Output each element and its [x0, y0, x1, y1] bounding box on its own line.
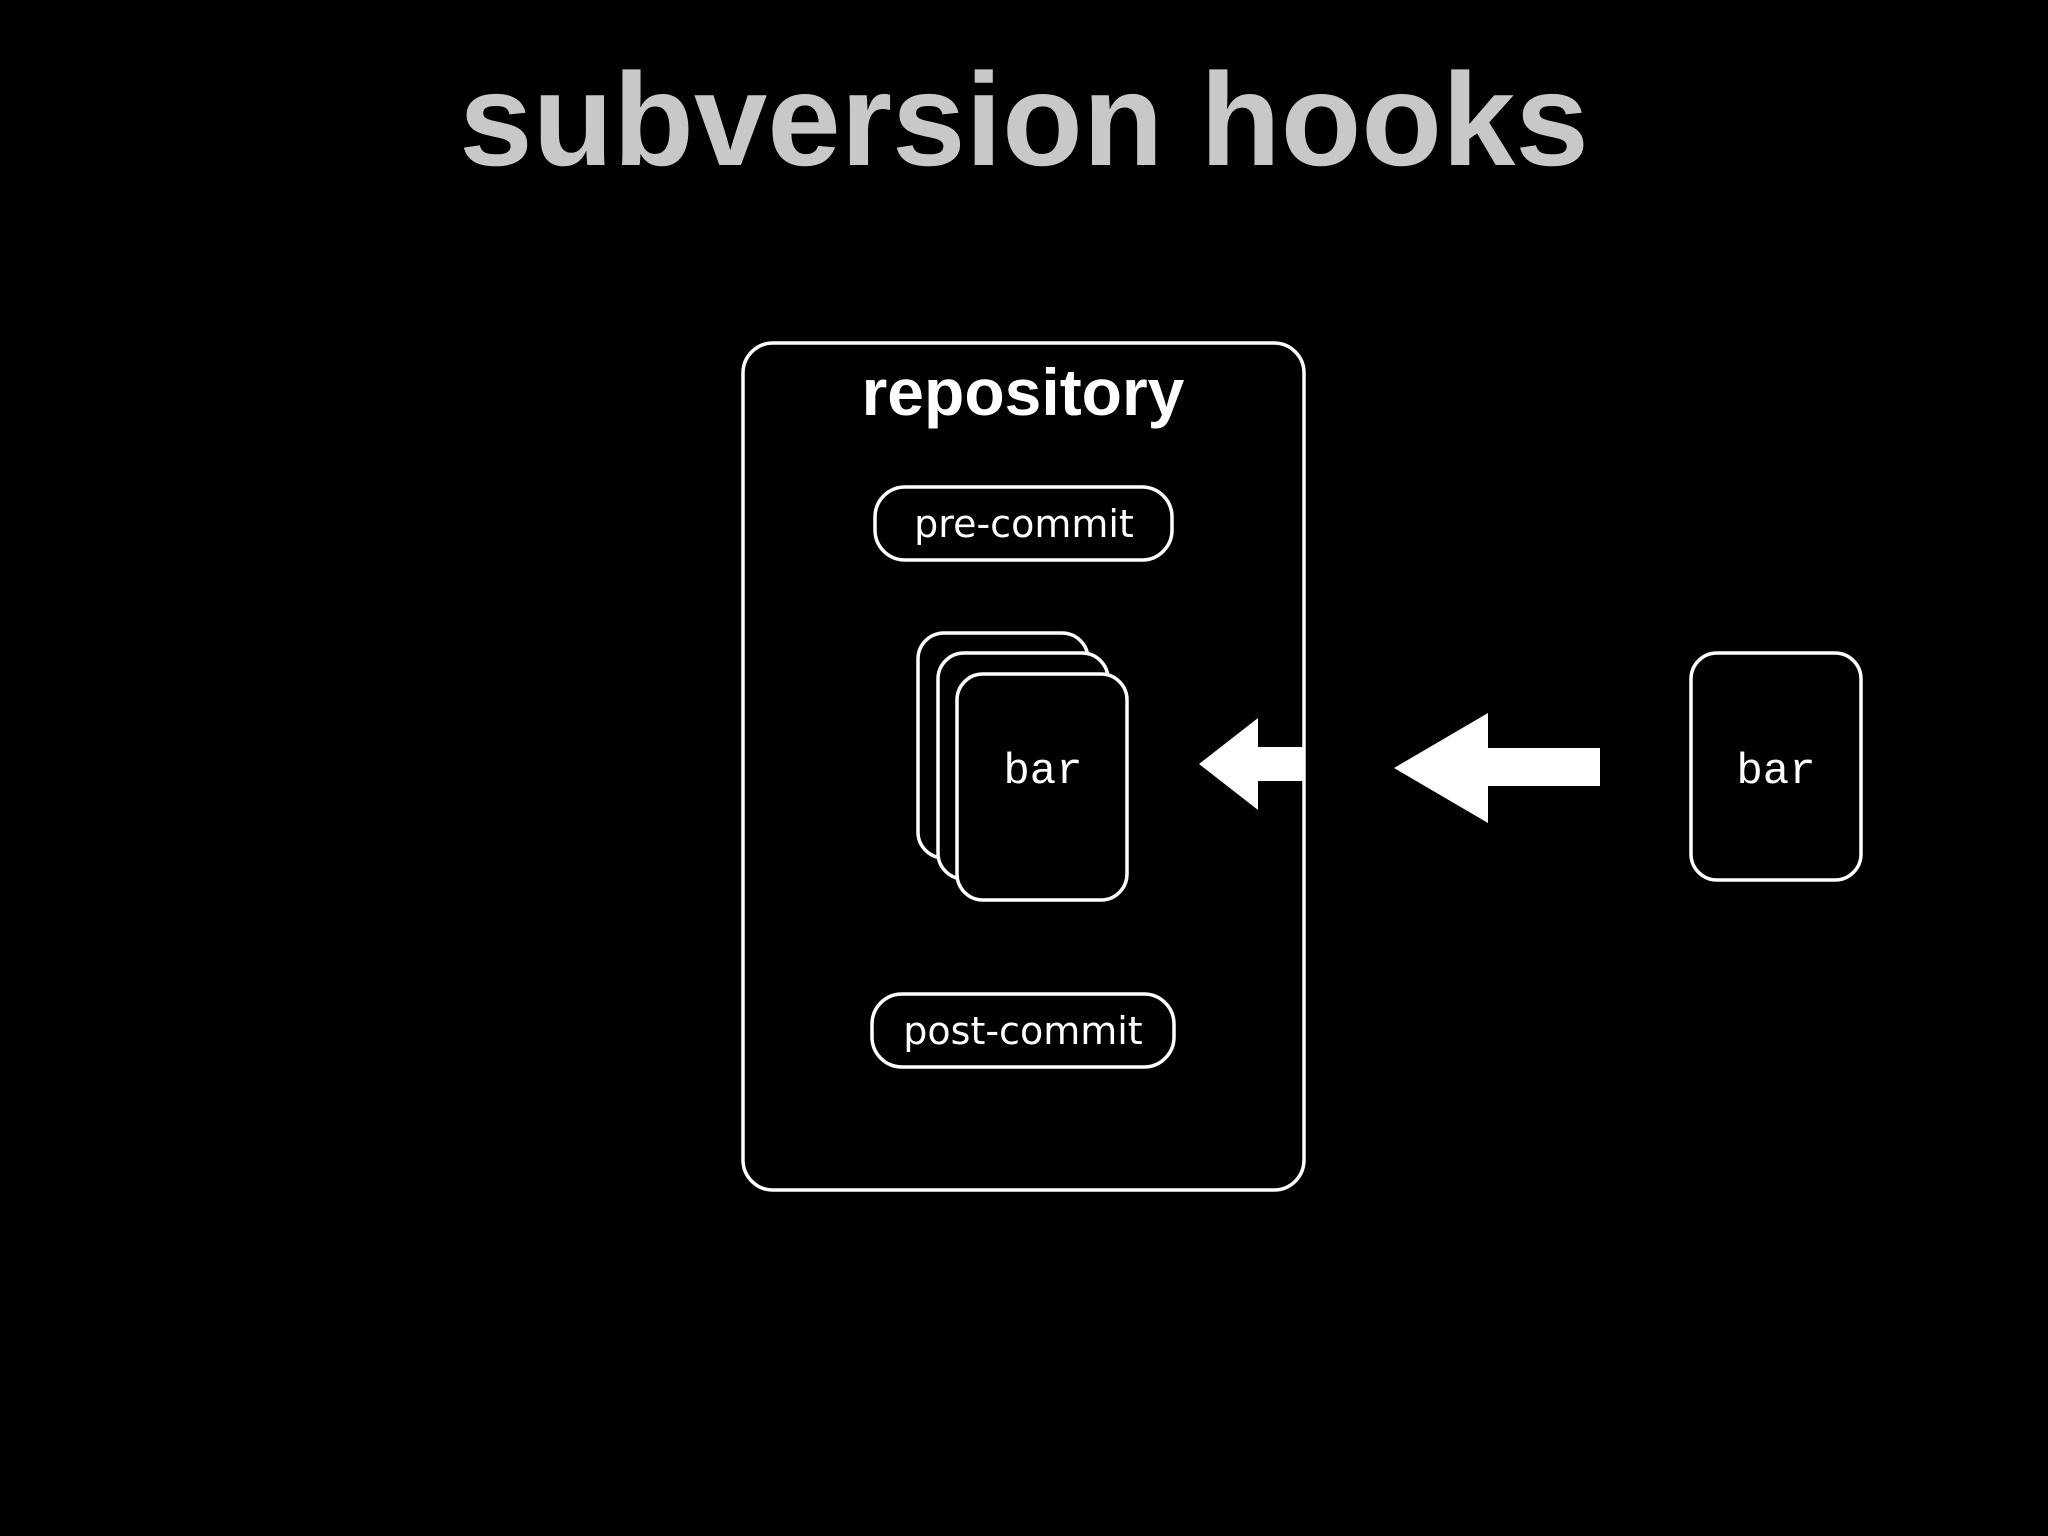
pre-commit-hook: pre-commit — [873, 485, 1174, 562]
arrow-left-icon — [1394, 713, 1600, 823]
pre-commit-pill — [873, 485, 1174, 562]
incoming-file: bar — [1689, 651, 1863, 882]
post-commit-label: post-commit — [903, 1009, 1142, 1053]
incoming-file-label: bar — [1736, 747, 1815, 797]
post-commit-pill — [870, 992, 1176, 1069]
pre-commit-label: pre-commit — [914, 502, 1134, 546]
incoming-file-card — [1689, 651, 1863, 882]
stored-file-label: bar — [1003, 747, 1082, 797]
arrow-left-icon — [1199, 718, 1304, 810]
post-commit-hook: post-commit — [870, 992, 1176, 1069]
stored-file-stack: bar — [916, 631, 1129, 902]
slide-title: subversion hooks — [459, 46, 1589, 193]
repository-label: repository — [862, 355, 1185, 429]
file-version-front — [955, 672, 1129, 902]
repository-box: repository pre-commit bar post-commit — [741, 341, 1306, 1192]
